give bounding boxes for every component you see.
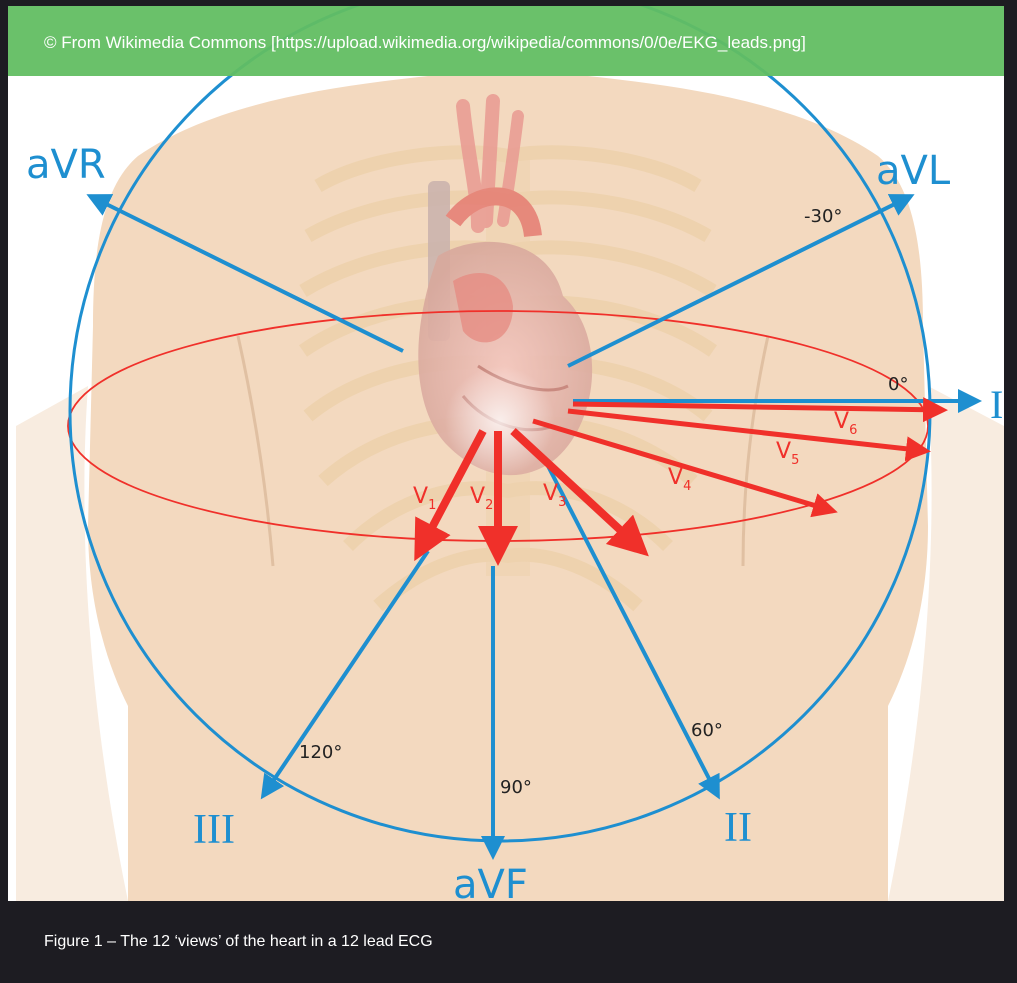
ecg-figure: aVR aVL I II III aVF -30° 0° 60° 90° 120… <box>8 6 1004 901</box>
credit-banner: © From Wikimedia Commons [https://upload… <box>8 6 1004 76</box>
limb-lead-axes <box>86 194 982 860</box>
arrow-v1 <box>414 429 487 562</box>
label-i: I <box>990 382 1003 427</box>
angle-ninety: 90° <box>500 777 532 798</box>
axis-avl <box>567 194 915 368</box>
label-avl: aVL <box>876 148 951 194</box>
arrow-v4 <box>532 418 838 518</box>
angle-zero: 0° <box>888 374 908 395</box>
arrow-v5 <box>567 408 931 462</box>
label-v3: V3 <box>543 481 566 510</box>
label-v5: V5 <box>776 439 799 468</box>
label-avf: aVF <box>453 862 528 901</box>
label-v4: V4 <box>668 465 691 494</box>
caption-area: Figure 1 – The 12 ‘views’ of the heart i… <box>8 902 1004 975</box>
figure-caption: Figure 1 – The 12 ‘views’ of the heart i… <box>44 933 433 950</box>
angle-neg30: -30° <box>804 206 842 227</box>
axis-avr <box>86 194 404 353</box>
axis-ii <box>546 465 720 800</box>
label-avr: aVR <box>26 142 106 188</box>
angle-sixty: 60° <box>691 720 723 741</box>
chest-lead-arrows <box>414 397 948 566</box>
label-v6: V6 <box>834 409 857 438</box>
axis-iii <box>260 549 430 800</box>
angle-120: 120° <box>299 742 342 763</box>
label-ii: II <box>724 805 752 851</box>
ecg-leads-diagram: aVR aVL I II III aVF -30° 0° 60° 90° 120… <box>16 6 1004 901</box>
credit-text: © From Wikimedia Commons [https://upload… <box>44 33 806 52</box>
label-v2: V2 <box>470 484 493 513</box>
arrow-v3 <box>510 428 649 557</box>
label-v1: V1 <box>413 484 436 513</box>
label-iii: III <box>193 807 235 853</box>
arrow-v6 <box>572 397 948 423</box>
